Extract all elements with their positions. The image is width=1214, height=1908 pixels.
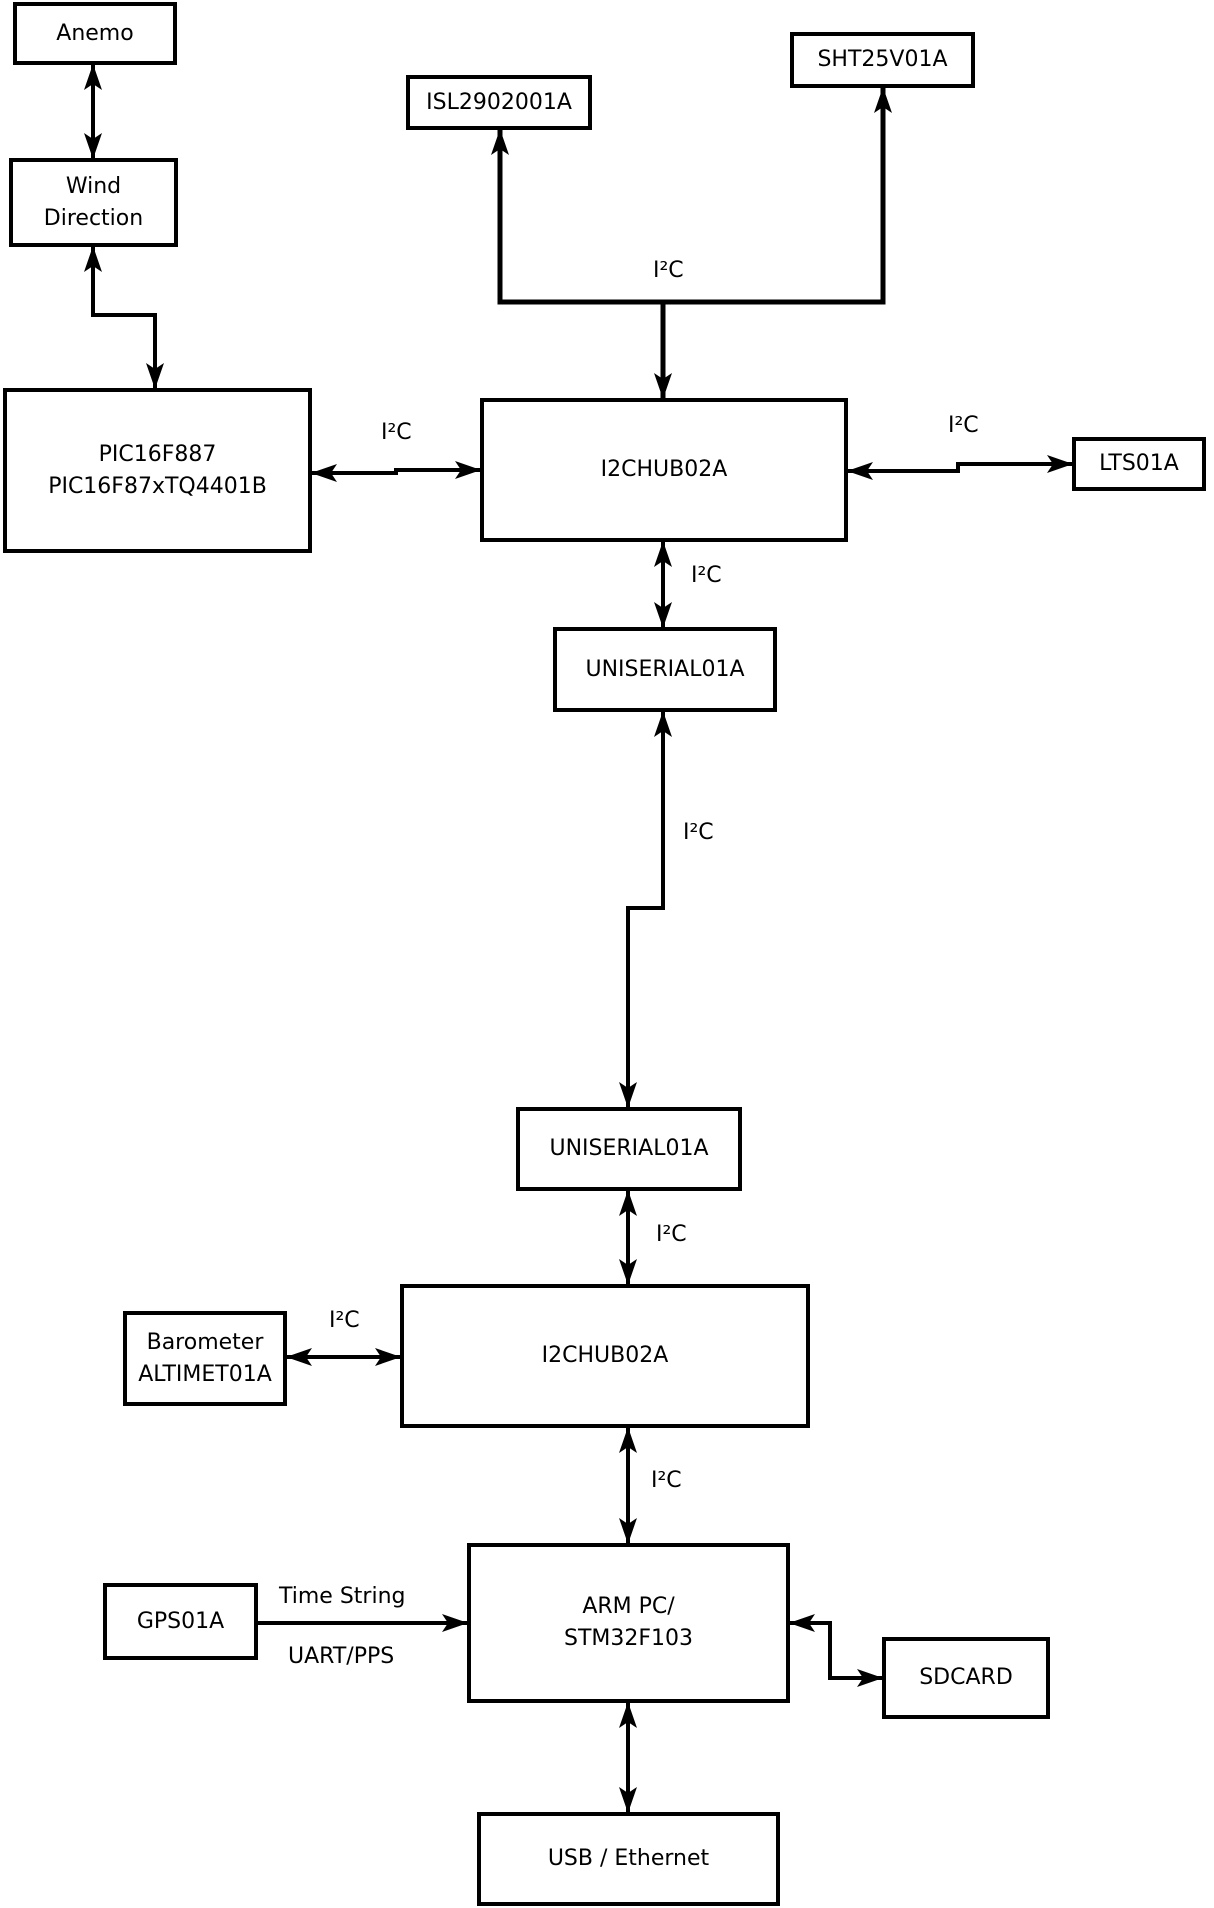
box-pic16f887-line1: PIC16F887 bbox=[98, 441, 217, 467]
box-anemo-label: Anemo bbox=[56, 20, 134, 46]
edge-label-i2c-hub2-arm: I²C bbox=[651, 1468, 682, 1493]
box-barometer-altimet01a: Barometer ALTIMET01A bbox=[123, 1311, 287, 1406]
box-barometer-line1: Barometer bbox=[146, 1329, 264, 1355]
box-gps01a: GPS01A bbox=[103, 1583, 258, 1660]
box-sdcard: SDCARD bbox=[882, 1637, 1050, 1719]
box-pic16f887-line2: PIC16F87xTQ4401B bbox=[48, 473, 267, 499]
box-barometer-line2: ALTIMET01A bbox=[138, 1361, 272, 1387]
connector-pic-hub-top bbox=[311, 461, 481, 482]
box-sht25v01a: SHT25V01A bbox=[790, 32, 975, 88]
box-arm-pc-stm32f103: ARM PC/ STM32F103 bbox=[467, 1543, 790, 1703]
connector-arm-sdcard bbox=[789, 1614, 883, 1687]
box-lts01a: LTS01A bbox=[1072, 437, 1206, 491]
box-anemo: Anemo bbox=[13, 2, 177, 65]
box-pic16f887: PIC16F887 PIC16F87xTQ4401B bbox=[3, 388, 312, 553]
box-uniserial01a-top-label: UNISERIAL01A bbox=[585, 656, 745, 682]
edge-label-i2c-uniserial-uniserial: I²C bbox=[683, 820, 714, 845]
box-sdcard-label: SDCARD bbox=[919, 1665, 1013, 1691]
box-isl2902001a: ISL2902001A bbox=[406, 75, 592, 130]
box-isl2902001a-label: ISL2902001A bbox=[426, 89, 572, 115]
connector-uniserial-uniserial bbox=[619, 711, 672, 1108]
box-i2chub02a-bottom-label: I2CHUB02A bbox=[541, 1343, 669, 1369]
box-wind-direction: Wind Direction bbox=[9, 158, 178, 247]
box-uniserial01a-top: UNISERIAL01A bbox=[553, 627, 777, 712]
edge-label-i2c-pic-hub: I²C bbox=[381, 420, 412, 445]
box-wind-direction-line2: Direction bbox=[43, 205, 144, 231]
box-sht25v01a-label: SHT25V01A bbox=[817, 47, 948, 73]
connector-bus-isl-sht bbox=[491, 87, 892, 305]
box-arm-pc-line2: STM32F103 bbox=[563, 1626, 694, 1651]
edge-label-uart-pps: UART/PPS bbox=[288, 1644, 395, 1669]
box-lts01a-label: LTS01A bbox=[1099, 451, 1179, 477]
edge-label-i2c-hub-lts: I²C bbox=[948, 413, 979, 438]
box-i2chub02a-top-label: I2CHUB02A bbox=[600, 457, 728, 483]
connector-hub-top-lts bbox=[847, 455, 1073, 480]
box-usb-ethernet-label: USB / Ethernet bbox=[547, 1846, 710, 1872]
box-i2chub02a-bottom: I2CHUB02A bbox=[400, 1284, 810, 1428]
box-arm-pc-line1: ARM PC/ bbox=[582, 1594, 675, 1620]
box-usb-ethernet: USB / Ethernet bbox=[477, 1812, 780, 1906]
edge-label-i2c-barometer-hub2: I²C bbox=[329, 1308, 360, 1333]
edge-label-i2c-hub-uniserial: I²C bbox=[691, 563, 722, 588]
box-uniserial01a-bottom-label: UNISERIAL01A bbox=[549, 1136, 709, 1162]
box-i2chub02a-top: I2CHUB02A bbox=[480, 398, 848, 542]
box-wind-direction-line1: Wind bbox=[65, 173, 122, 199]
edge-label-i2c-bus-top: I²C bbox=[653, 258, 684, 283]
edge-label-i2c-uniserial-hub2: I²C bbox=[656, 1222, 687, 1247]
edge-label-time-string: Time String bbox=[279, 1584, 406, 1609]
connector-wind-pic bbox=[84, 246, 164, 389]
box-gps01a-label: GPS01A bbox=[136, 1608, 225, 1634]
box-uniserial01a-bottom: UNISERIAL01A bbox=[516, 1107, 742, 1191]
